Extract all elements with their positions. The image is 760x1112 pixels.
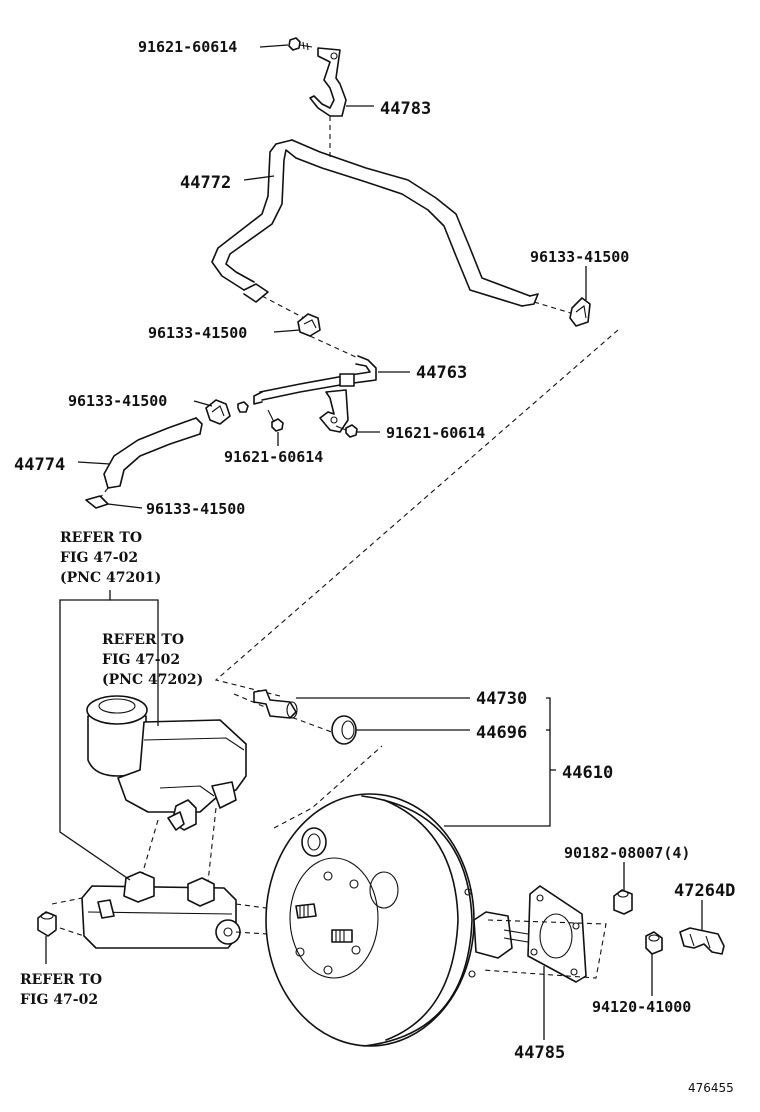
dash-hose-clamp-mid	[261, 295, 305, 319]
hose-44774	[103, 417, 203, 489]
clamp-96133-bottom	[85, 495, 109, 509]
label-44785: 44785	[514, 1043, 565, 1063]
dash-long-vacuum-line	[214, 329, 619, 697]
gasket-44785	[527, 885, 587, 983]
label-44763: 44763	[416, 363, 467, 383]
nut-90182	[613, 889, 633, 915]
grommet-44696	[331, 715, 357, 745]
reservoir-master-cylinder	[86, 695, 247, 831]
bolt-91621-top	[288, 37, 313, 51]
ref2-line3: (PNC 47202)	[102, 672, 203, 688]
ref2-line1: REFER TO	[102, 632, 184, 648]
label-94120: 94120-41000	[592, 998, 691, 1016]
label-96133-right: 96133-41500	[530, 248, 629, 266]
ref3-line1: REFER TO	[20, 972, 102, 988]
nut-47-02	[37, 911, 57, 937]
label-91621-top: 91621-60614	[138, 38, 237, 56]
dash-mc-left2	[59, 927, 85, 937]
master-cylinder	[81, 871, 241, 949]
clip-47264D	[679, 927, 725, 955]
label-47264D: 47264D	[674, 881, 735, 901]
ref2-line2: FIG 47-02	[102, 652, 180, 668]
label-91621-bottom: 91621-60614	[224, 448, 323, 466]
clamp-96133-mid	[297, 313, 321, 337]
label-44610: 44610	[562, 763, 613, 783]
pipe-44763	[253, 355, 377, 433]
label-96133-bottom: 96133-41500	[146, 500, 245, 518]
clamp-96133-right	[569, 297, 591, 327]
bracket-44783	[309, 47, 347, 117]
bolt-91621-right	[335, 424, 358, 438]
label-44696: 44696	[476, 723, 527, 743]
label-90182: 90182-08007(4)	[564, 844, 690, 862]
leader-lines	[59, 44, 703, 1040]
dash-reservoir-right	[207, 807, 217, 883]
dash-check-valve	[233, 693, 349, 739]
brake-booster	[265, 793, 529, 1047]
label-44772: 44772	[180, 173, 231, 193]
bolt-91621-bottom	[267, 409, 284, 432]
label-44730: 44730	[476, 689, 527, 709]
dash-gasket	[481, 919, 607, 979]
nut-94120	[645, 931, 663, 955]
label-44783: 44783	[380, 99, 431, 119]
figure-id: 476455	[688, 1081, 734, 1095]
callout-labels: 91621-60614 44783 44772 96133-41500 9613…	[14, 38, 735, 1095]
label-91621-right: 91621-60614	[386, 424, 485, 442]
label-96133-left: 96133-41500	[68, 392, 167, 410]
hose-44772	[211, 139, 539, 307]
dash-hose-clamp-right	[533, 301, 575, 315]
fitting-small	[237, 401, 249, 413]
label-96133-mid: 96133-41500	[148, 324, 247, 342]
check-valve-44730	[253, 689, 298, 719]
dash-mc-left	[51, 897, 83, 905]
label-44774: 44774	[14, 455, 65, 475]
dash-reservoir-left	[139, 819, 159, 883]
ref1-line1: REFER TO	[60, 530, 142, 546]
ref1-line3: (PNC 47201)	[60, 570, 161, 586]
dash-clamp-pipe	[309, 335, 359, 359]
ref3-line2: FIG 47-02	[20, 992, 98, 1008]
clamp-96133-left	[205, 399, 231, 425]
ref1-line2: FIG 47-02	[60, 550, 138, 566]
